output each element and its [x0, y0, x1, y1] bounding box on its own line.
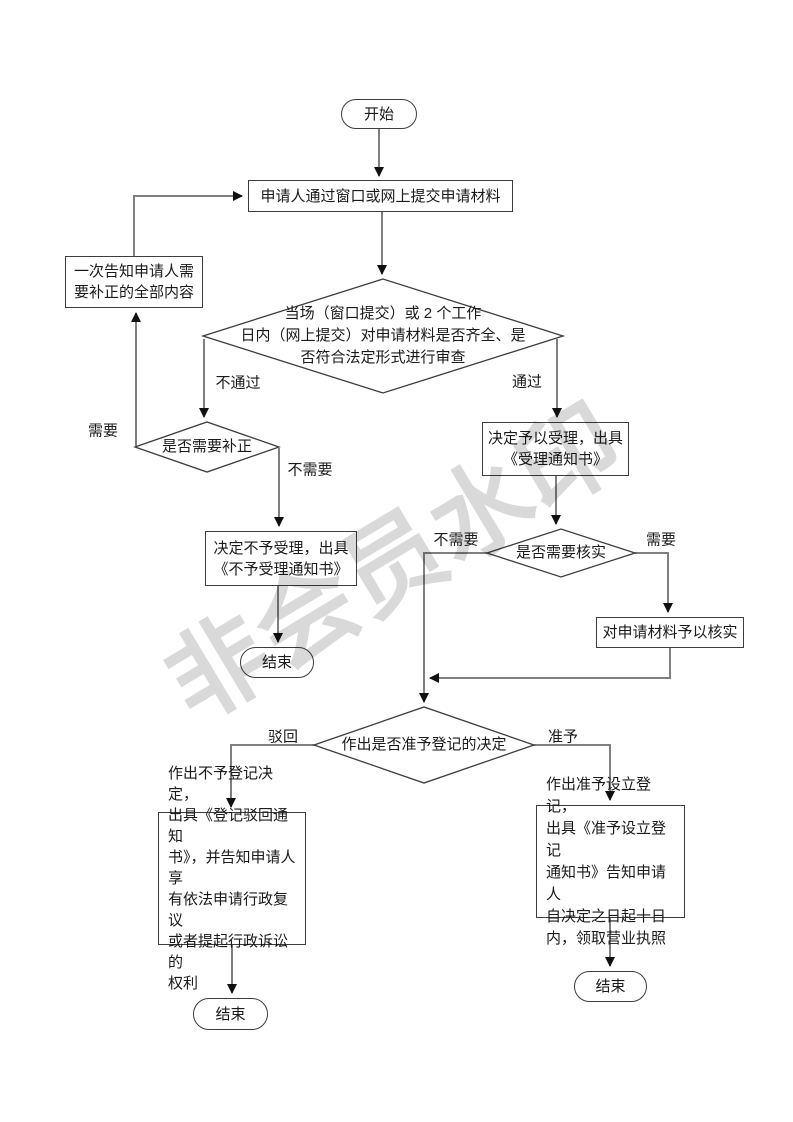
edge-decision-approveresult	[534, 744, 615, 801]
approve-registration-box: 作出准予设立登记， 出具《准予设立登记 通知书》告知申请人 自决定之日起十日 内…	[536, 776, 685, 947]
submit-process-box: 申请人通过窗口或网上提交申请材料	[248, 180, 513, 212]
edge-label-verify-need: 需要	[645, 531, 677, 549]
edge-label-verify-no-need: 不需要	[433, 531, 479, 549]
edge-label-deny: 驳回	[267, 728, 299, 746]
edge-label-pass: 通过	[511, 373, 543, 391]
connector-lines	[131, 129, 673, 994]
verify-materials-box: 对申请材料予以核实	[596, 617, 744, 648]
end-terminal-2: 结束	[193, 998, 268, 1030]
edge-notify-submit	[133, 191, 243, 256]
edge-needverify-decision	[419, 552, 487, 703]
edge-verify-join	[429, 648, 671, 683]
end-terminal-1: 结束	[240, 647, 314, 678]
edge-label-fail: 不通过	[215, 374, 261, 392]
reject-acceptance-box: 决定不予受理，出具 《不予受理通知书》	[205, 531, 357, 586]
diamond-need-verify-shape	[484, 528, 638, 578]
end-terminal-3: 结束	[574, 971, 647, 1002]
edge-label-need: 需要	[87, 422, 119, 440]
accept-application-box: 决定予以受理，出具 《受理通知书》	[482, 422, 629, 476]
diamond-review-shape	[200, 278, 566, 394]
edge-decision-rejectresult	[226, 744, 314, 808]
diamond-decision-label: 作出是否准予登记的决定	[341, 736, 507, 753]
notify-correction-box: 一次告知申请人需 要补正的全部内容	[65, 256, 203, 308]
reject-registration-box: 作出不予登记决定， 出具《登记驳回通知 书》，并告知申请人享 有依法申请行政复议…	[158, 765, 306, 992]
diamond-need-correction-label: 是否需要补正	[161, 438, 252, 455]
edge-label-no-need: 不需要	[287, 461, 333, 479]
edge-needverify-verify	[635, 552, 673, 613]
diamond-need-correction-shape	[133, 421, 281, 473]
start-terminal: 开始	[341, 99, 417, 129]
diamond-shapes	[133, 278, 638, 784]
diamond-review-label: 当场（窗口提交）或 2 个工作 日内（网上提交）对申请材料是否齐全、是 否符合法…	[240, 305, 526, 366]
diamond-decision-shape	[312, 706, 536, 784]
diamond-need-verify-label: 是否需要核实	[515, 544, 606, 561]
edge-label-grant: 准予	[547, 728, 579, 746]
